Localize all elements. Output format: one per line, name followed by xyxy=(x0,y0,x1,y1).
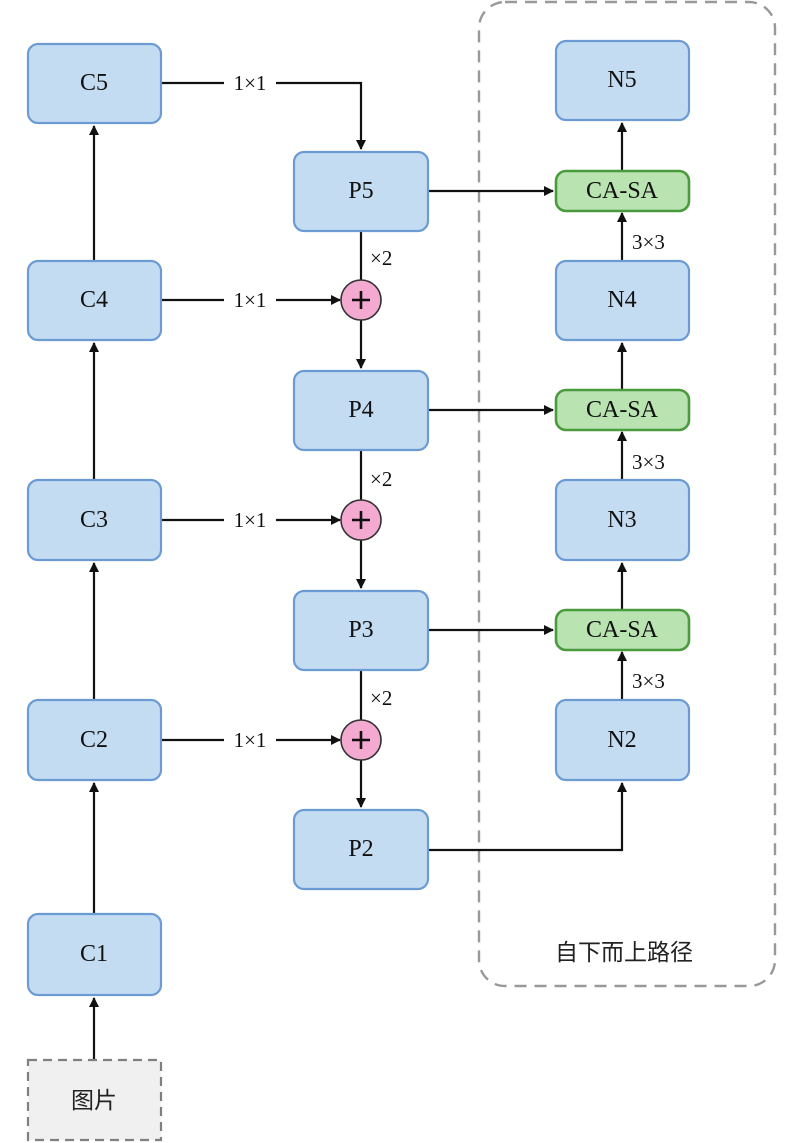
node-p5: P5 xyxy=(292,150,430,233)
node-label: P4 xyxy=(348,397,373,423)
attention-module-middle: CA-SA xyxy=(554,388,691,432)
node-label: C3 xyxy=(80,507,108,533)
edge-label-c5-p5: 1×1 xyxy=(234,71,267,95)
edge-label-n3-conv: 3×3 xyxy=(632,450,665,474)
fuse-node-3 xyxy=(340,499,382,541)
node-p4: P4 xyxy=(292,369,430,452)
cross-path-edges xyxy=(428,186,627,852)
top-down-edges: ×2 ×2 ×2 xyxy=(356,231,392,808)
input-label: 图片 xyxy=(71,1088,117,1114)
node-c4: C4 xyxy=(26,259,163,342)
bottom-up-path-group: 自下而上路径 xyxy=(477,0,777,988)
bottom-up-path-border xyxy=(477,0,777,988)
node-label: P3 xyxy=(348,617,373,643)
edge-label-c4: 1×1 xyxy=(234,288,267,312)
node-c2: C2 xyxy=(26,698,163,782)
fuse-node-2 xyxy=(340,719,382,761)
edge-label-c2: 1×1 xyxy=(234,728,267,752)
node-n3: N3 xyxy=(554,478,691,562)
node-label: P2 xyxy=(348,836,373,862)
node-label: N5 xyxy=(607,67,636,93)
edge-label-n2-conv: 3×3 xyxy=(632,669,665,693)
edge-label-c3: 1×1 xyxy=(234,508,267,532)
node-p3: P3 xyxy=(292,589,430,672)
lateral-edges: 1×1 1×1 1×1 1×1 xyxy=(161,71,366,752)
node-label: N3 xyxy=(607,507,636,533)
node-label: P5 xyxy=(348,178,373,204)
edge-c5-p5-seg2 xyxy=(276,81,366,150)
node-label: C1 xyxy=(80,941,108,967)
node-label: C2 xyxy=(80,727,108,753)
node-c3: C3 xyxy=(26,478,163,562)
attention-label: CA-SA xyxy=(586,397,659,423)
edge-label-n4-conv: 3×3 xyxy=(632,230,665,254)
bottom-up-path-label: 自下而上路径 xyxy=(555,940,693,966)
attention-label: CA-SA xyxy=(586,617,659,643)
bottom-up-edges: 3×3 3×3 3×3 xyxy=(617,122,665,700)
node-n5: N5 xyxy=(554,39,691,122)
node-c1: C1 xyxy=(26,912,163,997)
node-n4: N4 xyxy=(554,259,691,342)
fuse-node-4 xyxy=(340,279,382,321)
attention-module-lower: CA-SA xyxy=(554,608,691,652)
input-image-node: 图片 xyxy=(26,1058,163,1142)
node-p2: P2 xyxy=(292,808,430,891)
node-label: C4 xyxy=(80,287,108,313)
node-label: N4 xyxy=(607,287,636,313)
edge-label-p5-upsample: ×2 xyxy=(370,246,392,270)
attention-module-upper: CA-SA xyxy=(554,169,691,213)
node-n2: N2 xyxy=(554,698,691,782)
edge-p2-n2 xyxy=(428,782,627,852)
node-label: N2 xyxy=(607,727,636,753)
node-c5: C5 xyxy=(26,42,163,125)
edge-label-p3-upsample: ×2 xyxy=(370,686,392,710)
attention-label: CA-SA xyxy=(586,178,659,204)
node-label: C5 xyxy=(80,70,108,96)
edge-label-p4-upsample: ×2 xyxy=(370,467,392,491)
